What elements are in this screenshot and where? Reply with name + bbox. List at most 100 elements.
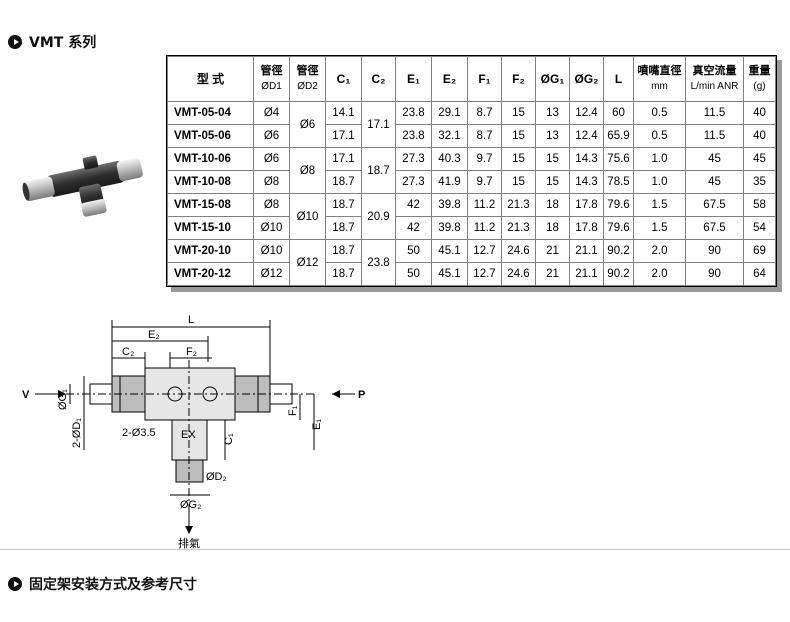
table-cell: 2.0 <box>633 239 686 263</box>
dim-label-L: L <box>188 314 194 326</box>
table-cell: 75.6 <box>603 147 634 171</box>
table-cell: Ø6 <box>289 101 326 148</box>
table-cell: 18.7 <box>325 193 362 217</box>
table-cell: 15 <box>501 101 536 125</box>
table-cell: 50 <box>395 239 432 263</box>
table-cell: 79.6 <box>603 193 634 217</box>
column-header-label: ØG₁ <box>540 71 565 86</box>
column-header-sub: mm <box>651 81 668 92</box>
port-label-V: V <box>22 389 30 401</box>
dim-label-E2: E₂ <box>148 329 160 341</box>
table-cell: 15 <box>501 124 536 148</box>
table-cell: VMT-05-04 <box>167 101 254 125</box>
column-header-label: 型 式 <box>196 71 225 86</box>
section-title-text: 固定架安装方式及参考尺寸 <box>29 577 197 593</box>
column-header-label: E₂ <box>442 71 457 86</box>
column-header: 真空流量 L/min ANR <box>685 56 744 102</box>
column-header-label: C₂ <box>371 71 386 86</box>
column-header-label: F₂ <box>512 71 525 86</box>
table-cell: 11.5 <box>685 101 744 125</box>
table-cell: 17.1 <box>361 101 396 148</box>
table-cell: 40 <box>743 101 776 125</box>
table-cell: 42 <box>395 216 432 240</box>
dim-label-EX: EX <box>181 429 196 441</box>
table-cell: Ø10 <box>289 193 326 240</box>
column-header: 噴嘴直徑 mm <box>633 56 686 102</box>
column-header-label: 真空流量 <box>692 65 737 77</box>
table-cell: 15 <box>535 170 570 194</box>
dim-label-E1: E₁ <box>311 419 323 430</box>
table-cell: 90 <box>685 262 744 286</box>
table-cell: 79.6 <box>603 216 634 240</box>
column-header-label: F₁ <box>478 71 491 86</box>
table-cell: Ø8 <box>253 170 290 194</box>
table-cell: 58 <box>743 193 776 217</box>
port-label-P: P <box>358 389 365 401</box>
table-cell: 12.4 <box>569 124 604 148</box>
dim-label-hole: 2-Ø3.5 <box>122 427 156 439</box>
table-cell: 2.0 <box>633 262 686 286</box>
table-cell: 32.1 <box>431 124 468 148</box>
section-title-mounting: 固定架安装方式及参考尺寸 <box>8 574 197 594</box>
table-cell: 17.8 <box>569 216 604 240</box>
column-header-label: 管徑 <box>260 65 283 77</box>
table-cell: 67.5 <box>685 216 744 240</box>
table-cell: VMT-20-10 <box>167 239 254 263</box>
table-cell: VMT-10-06 <box>167 147 254 171</box>
table-cell: 69 <box>743 239 776 263</box>
table-cell: 64 <box>743 262 776 286</box>
column-header-label: 噴嘴直徑 <box>637 65 682 77</box>
table-cell: 8.7 <box>467 124 502 148</box>
column-header: 型 式 <box>167 56 254 102</box>
column-header: F₂ <box>501 56 536 102</box>
column-header: ØG₁ <box>535 56 570 102</box>
table-cell: 17.8 <box>569 193 604 217</box>
table-cell: 23.8 <box>395 124 432 148</box>
table-cell: 90 <box>685 239 744 263</box>
product-photo <box>22 155 143 217</box>
table-cell: 39.8 <box>431 193 468 217</box>
play-bullet-icon <box>8 35 22 49</box>
table-cell: 45 <box>685 170 744 194</box>
table-cell: 24.6 <box>501 239 536 263</box>
table-cell: 21.3 <box>501 193 536 217</box>
table-cell: 11.2 <box>467 193 502 217</box>
column-header-label: ØG₂ <box>574 71 599 86</box>
table-cell: 11.5 <box>685 124 744 148</box>
table-cell: 23.8 <box>395 101 432 125</box>
table-cell: Ø12 <box>253 262 290 286</box>
table-cell: 14.3 <box>569 147 604 171</box>
table-cell: VMT-20-12 <box>167 262 254 286</box>
column-header-sub: L/min ANR <box>690 81 739 92</box>
table-cell: 18.7 <box>325 262 362 286</box>
table-cell: Ø4 <box>253 101 290 125</box>
table-cell: VMT-05-06 <box>167 124 254 148</box>
table-cell: 12.7 <box>467 262 502 286</box>
table-cell: 15 <box>501 147 536 171</box>
table-cell: 18.7 <box>325 216 362 240</box>
table-cell: 21 <box>535 262 570 286</box>
column-header: 重量(g) <box>743 56 776 102</box>
table-cell: 29.1 <box>431 101 468 125</box>
dimension-drawing: L E₂ C₂ F₂ V P ØG₁ 2-ØD₁ F₁ E₁ 2-Ø3.5 EX… <box>22 314 365 550</box>
table-cell: 0.5 <box>633 101 686 125</box>
table-cell: 27.3 <box>395 147 432 171</box>
column-header-label: E₁ <box>407 71 420 86</box>
dim-label-G1: ØG₁ <box>57 389 69 410</box>
column-header-label: 管徑 <box>296 65 319 77</box>
table-cell: VMT-10-08 <box>167 170 254 194</box>
table-cell: 65.9 <box>603 124 634 148</box>
column-header-sub: ØD2 <box>297 81 318 92</box>
table-cell: 41.9 <box>431 170 468 194</box>
dim-label-F2: F₂ <box>186 346 197 358</box>
column-header: L <box>603 56 634 102</box>
table-cell: 24.6 <box>501 262 536 286</box>
play-bullet-icon <box>8 577 22 591</box>
column-header-sub: (g) <box>753 81 766 92</box>
